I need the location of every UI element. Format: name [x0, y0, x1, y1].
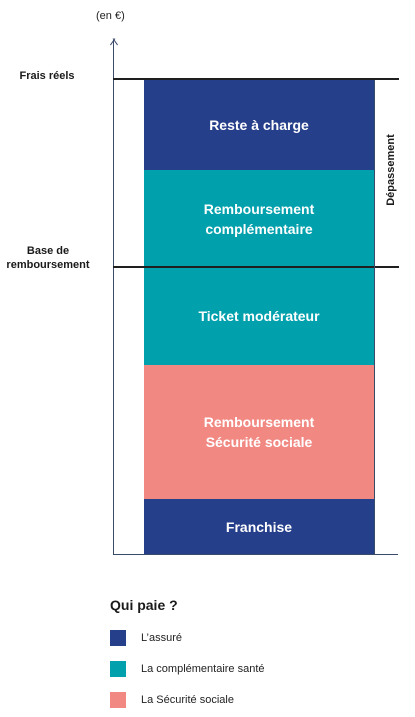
depassement-bracket [374, 80, 375, 554]
frais-reels-label: Frais réels [19, 70, 75, 82]
legend-label-assure: L’assuré [141, 632, 182, 644]
legend-label-secu: La Sécurité sociale [141, 694, 234, 706]
unit-label: (en €) [96, 10, 125, 22]
legend-title: Qui paie ? [110, 597, 178, 613]
base-remboursement-label: Base de remboursement [6, 245, 90, 271]
frais-reels-line [113, 78, 399, 80]
legend-label-complementaire: La complémentaire santé [141, 663, 265, 675]
legend-swatch-complementaire [110, 661, 126, 677]
block-reste-a-charge: Reste à charge [144, 80, 374, 170]
depassement-label-wrap: Dépassement [381, 125, 401, 215]
base-remboursement-line [113, 266, 399, 268]
depassement-label: Dépassement [385, 134, 398, 206]
horizontal-axis [113, 554, 398, 555]
legend-swatch-assure [110, 630, 126, 646]
block-ticket-moderateur: Ticket modérateur [144, 267, 374, 365]
block-remboursement-securite-sociale: Remboursement Sécurité sociale [144, 365, 374, 499]
legend-swatch-secu [110, 692, 126, 708]
block-franchise: Franchise [144, 499, 374, 554]
block-remboursement-complementaire: Remboursement complémentaire [144, 170, 374, 267]
vertical-axis [113, 40, 114, 555]
